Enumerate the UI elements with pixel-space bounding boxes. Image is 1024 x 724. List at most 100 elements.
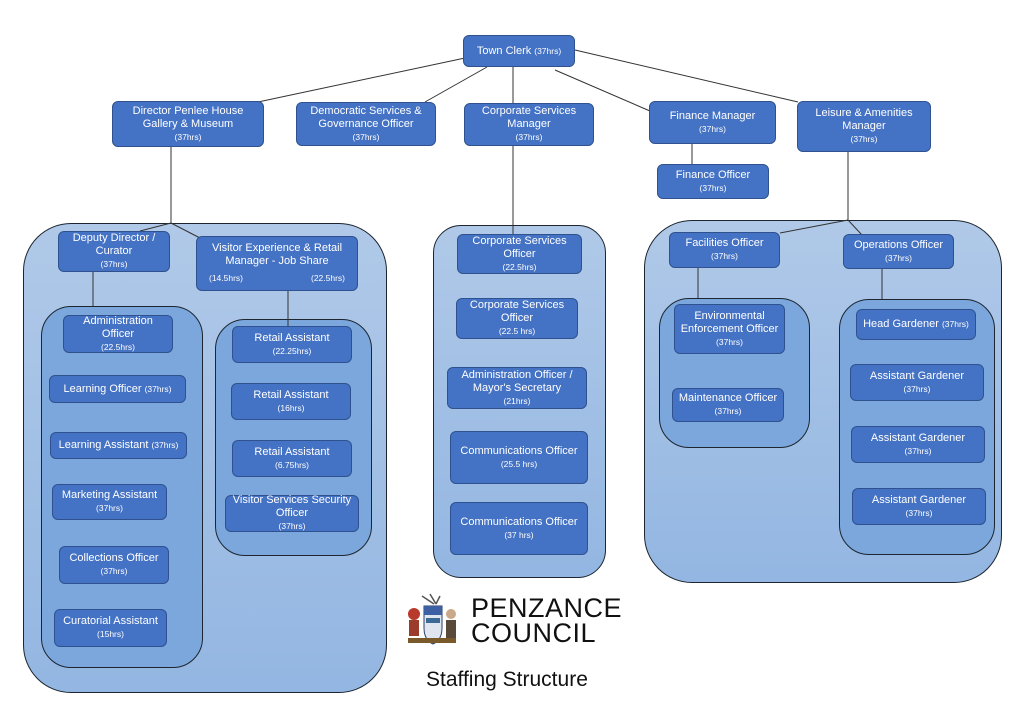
role-name: Corporate Services Officer [469, 299, 565, 324]
connector [170, 222, 201, 239]
role-hours: (15hrs) [97, 629, 124, 639]
facilities-team-member[interactable]: Environmental Enforcement Officer (37hrs… [674, 304, 785, 354]
corporate-team-member[interactable]: Communications Officer (37 hrs) [450, 502, 588, 555]
role-hours: (37hrs) [885, 252, 912, 263]
role-hours: (37hrs) [174, 131, 202, 142]
connector [847, 219, 863, 236]
role-hours: (37hrs) [904, 445, 932, 456]
corporate-team-member[interactable]: Communications Officer (25.5 hrs) [450, 431, 588, 484]
role-hours: (16hrs) [277, 402, 305, 413]
corporate-team-member[interactable]: Administration Officer / Mayor's Secreta… [447, 367, 587, 409]
role-name: Retail Assistant [253, 388, 329, 401]
connector [424, 66, 488, 103]
finance-manager-box[interactable]: Finance Manager (37hrs) [649, 101, 776, 144]
operations-team-member[interactable]: Head Gardener (37hrs) [856, 309, 976, 340]
role-hours: (6.75hrs) [274, 459, 309, 470]
role-hours: (37hrs) [278, 521, 306, 531]
role-hours: (22.25hrs) [272, 345, 312, 356]
role-hours: (37hrs) [699, 123, 726, 134]
role-hours: (37 hrs) [504, 529, 534, 540]
role-hours: (25.5 hrs) [500, 458, 538, 469]
role-name: Visitor Experience & Retail Manager - Jo… [211, 242, 343, 267]
role-name: Head Gardener [863, 318, 939, 330]
role-hours: (22.5hrs) [502, 261, 537, 272]
role-name: Facilities Officer [685, 237, 764, 249]
corporate-team-member[interactable]: Corporate Services Officer (22.5hrs) [457, 234, 582, 274]
role-name: Assistant Gardener [870, 431, 966, 444]
curatorial-team-member[interactable]: Learning Officer (37hrs) [49, 375, 186, 403]
corporate-services-manager-box[interactable]: Corporate Services Manager (37hrs) [464, 103, 594, 146]
role-hours: (37hrs) [711, 251, 738, 261]
role-name: Assistant Gardener [871, 493, 967, 506]
role-name: Leisure & Amenities Manager [815, 107, 913, 132]
role-hours: (37hrs) [96, 503, 123, 513]
role-name: Democratic Services & Governance Officer [310, 104, 422, 130]
curatorial-team-member[interactable]: Collections Officer (37hrs) [59, 546, 169, 584]
operations-team-member[interactable]: Assistant Gardener (37hrs) [852, 488, 986, 525]
role-hours: (37hrs) [534, 45, 562, 56]
job-share-hours-a: (14.5hrs) [209, 273, 244, 283]
role-name: Curatorial Assistant [63, 615, 158, 627]
role-hours: (37hrs) [151, 440, 179, 450]
role-hours: (37hrs) [100, 566, 128, 576]
role-hours: (37hrs) [903, 383, 931, 394]
facilities-team-member[interactable]: Maintenance Officer (37hrs) [672, 388, 784, 422]
finance-officer-box[interactable]: Finance Officer (37hrs) [657, 164, 769, 199]
role-name: Environmental Enforcement Officer [680, 309, 779, 335]
corporate-team-member[interactable]: Corporate Services Officer (22.5 hrs) [456, 298, 578, 339]
role-hours: (37hrs) [714, 406, 742, 416]
democratic-services-box[interactable]: Democratic Services & Governance Officer… [296, 102, 436, 146]
role-hours: (37hrs) [699, 182, 727, 193]
role-hours: (37hrs) [144, 383, 172, 394]
facilities-officer-box[interactable]: Facilities Officer (37hrs) [669, 232, 780, 268]
role-name: Director Penlee House Gallery & Museum [132, 104, 244, 130]
coat-of-arms-icon [408, 593, 456, 645]
role-name: Finance Officer [675, 168, 751, 181]
town-clerk-box[interactable]: Town Clerk (37hrs) [463, 35, 575, 67]
connector [554, 69, 651, 112]
role-name: Retail Assistant [254, 331, 330, 344]
org-name-line2: COUNCIL [471, 618, 597, 648]
page-title: Staffing Structure [426, 668, 588, 691]
role-name: Finance Manager [669, 109, 756, 122]
role-name: Administration Officer [83, 314, 153, 340]
retail-team-member[interactable]: Retail Assistant (6.75hrs) [232, 440, 352, 477]
role-name: Communications Officer [460, 515, 578, 528]
connector [574, 49, 799, 103]
retail-team-member[interactable]: Retail Assistant (22.25hrs) [232, 326, 352, 363]
connector [257, 57, 466, 103]
curatorial-team-member[interactable]: Administration Officer (22.5hrs) [63, 315, 173, 353]
org-name-line1: PENZANCE [471, 593, 623, 623]
retail-team-member[interactable]: Visitor Services Security Officer (37hrs… [225, 494, 359, 532]
visitor-experience-manager-box[interactable]: Visitor Experience & Retail Manager - Jo… [196, 236, 358, 291]
role-name: Maintenance Officer [678, 392, 778, 404]
role-hours: (37hrs) [100, 259, 128, 269]
role-hours: (22.5hrs) [100, 341, 135, 352]
role-name: Learning Officer [63, 382, 142, 395]
connector [779, 219, 849, 234]
role-name: Corporate Services Manager [481, 105, 577, 130]
role-hours: (37hrs) [941, 319, 969, 329]
operations-team-member[interactable]: Assistant Gardener (37hrs) [850, 364, 984, 401]
curatorial-team-member[interactable]: Marketing Assistant (37hrs) [52, 484, 167, 520]
role-name: Corporate Services Officer [472, 234, 567, 260]
role-hours: (37hrs) [352, 131, 380, 142]
operations-team-member[interactable]: Assistant Gardener (37hrs) [851, 426, 985, 463]
role-name: Deputy Director / Curator [72, 232, 156, 257]
curatorial-team-member[interactable]: Curatorial Assistant (15hrs) [54, 609, 167, 647]
director-penlee-box[interactable]: Director Penlee House Gallery & Museum (… [112, 101, 264, 147]
role-name: Retail Assistant [254, 445, 330, 458]
role-name: Assistant Gardener [869, 369, 965, 382]
role-name: Marketing Assistant [61, 489, 158, 501]
leisure-amenities-manager-box[interactable]: Leisure & Amenities Manager (37hrs) [797, 101, 931, 152]
role-hours: (22.5 hrs) [498, 326, 536, 336]
retail-team-member[interactable]: Retail Assistant (16hrs) [231, 383, 351, 420]
deputy-director-box[interactable]: Deputy Director / Curator (37hrs) [58, 231, 170, 272]
role-hours: (37hrs) [515, 132, 543, 142]
role-name: Town Clerk [476, 44, 532, 57]
curatorial-team-member[interactable]: Learning Assistant (37hrs) [50, 432, 187, 459]
operations-officer-box[interactable]: Operations Officer (37hrs) [843, 234, 954, 269]
role-hours: (37hrs) [716, 336, 743, 347]
role-hours: (37hrs) [905, 507, 933, 518]
